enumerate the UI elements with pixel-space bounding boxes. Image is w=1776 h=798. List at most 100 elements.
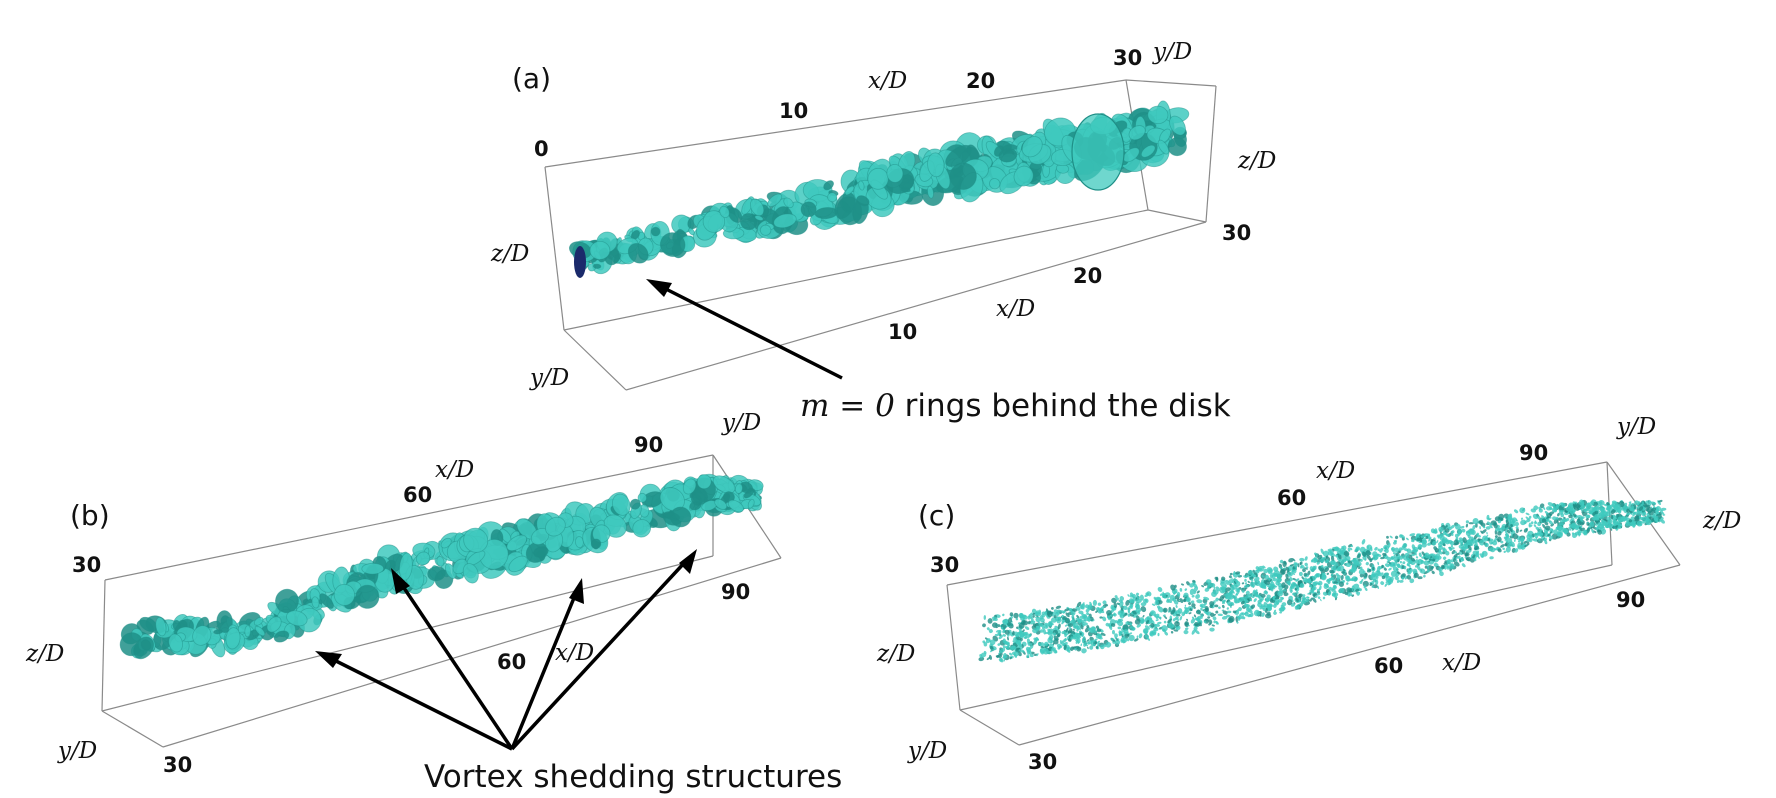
vortex-blob <box>1057 623 1061 630</box>
vortex-blob <box>1138 633 1143 639</box>
vortex-arrow-4-head <box>679 549 697 574</box>
panel-a-tick-top-20: 20 <box>966 69 995 93</box>
vortex-blob <box>1193 606 1196 609</box>
vortex-blob <box>754 215 764 221</box>
vortex-blob <box>1333 581 1338 584</box>
vortex-blob <box>1299 557 1305 562</box>
vortex-blob <box>1528 515 1532 519</box>
vortex-blob <box>800 201 817 218</box>
vortex-blob <box>1544 539 1548 545</box>
vortex-blob <box>1122 147 1140 163</box>
vortex-blob <box>949 162 977 190</box>
rings-math: m = 0 <box>800 388 895 424</box>
vortex-blob <box>1544 511 1549 515</box>
vortex-blob <box>1552 516 1557 521</box>
vortex-blob <box>1525 512 1530 516</box>
vortex-blob <box>1468 522 1474 525</box>
vortex-blob <box>1298 593 1302 599</box>
panel-c-xlabel-top: x/D <box>1316 458 1355 484</box>
vortex-blob <box>1608 523 1614 528</box>
panel-c: (c) 30 60 90 30 60 90 x/D x/D y/D y/D z/… <box>876 414 1741 774</box>
vortex-blob <box>1127 594 1130 597</box>
vortex-blob <box>1399 560 1403 564</box>
vortex-blob <box>980 652 987 658</box>
vortex-blob <box>1118 630 1121 634</box>
vortex-blob <box>1519 507 1526 514</box>
panel-c-ylabel-top: y/D <box>1616 414 1656 440</box>
vortex-blob <box>1487 517 1491 521</box>
vortex-blob <box>1372 555 1378 561</box>
vortex-blob <box>1298 571 1303 577</box>
vortex-blob <box>1662 514 1666 516</box>
vortex-blob <box>1453 557 1456 563</box>
vortex-blob <box>361 562 384 575</box>
vortex-blob <box>1406 537 1409 541</box>
vortex-blob <box>1366 545 1369 550</box>
panel-b-xlabel-top: x/D <box>435 457 474 483</box>
vortex-blob <box>1013 165 1034 187</box>
panel-a-tick-top-0: 0 <box>534 137 549 161</box>
vortex-blob <box>1461 563 1466 568</box>
vortex-blob <box>1025 646 1031 652</box>
vortex-blob <box>1260 593 1266 598</box>
vortex-blob <box>1059 640 1063 645</box>
vortex-blob <box>659 232 686 257</box>
vortex-blob <box>1126 633 1130 637</box>
vortex-blob <box>1211 624 1215 627</box>
panel-a: (a) 0 10 20 30 10 20 30 x/D x/D y/D y/D … <box>490 39 1276 391</box>
panel-c-tick-bottom-30: 30 <box>1028 750 1057 774</box>
panel-b: (b) 30 60 90 30 60 90 x/D x/D y/D y/D z/… <box>25 410 782 777</box>
vortex-blob <box>1545 525 1551 531</box>
vortex-blob <box>1196 609 1201 615</box>
vortex-blob <box>1586 511 1590 514</box>
vortex-blob <box>1460 546 1466 550</box>
vortex-blob <box>1361 539 1366 545</box>
vortex-blob <box>1094 641 1098 645</box>
panel-a-tick-top-10: 10 <box>779 99 808 123</box>
vortex-blob <box>1438 545 1441 548</box>
vortex-blob <box>1257 599 1262 604</box>
vortex-blob <box>1625 505 1628 509</box>
vortex-blob <box>1354 547 1359 552</box>
vortex-blob <box>1142 615 1145 618</box>
vortex-blob <box>1244 578 1247 582</box>
vortex-blob <box>1432 529 1438 534</box>
vortex-blob <box>1053 615 1057 619</box>
vortex-blob <box>1083 619 1087 622</box>
vortex-blob <box>1057 646 1061 650</box>
vortex-blob <box>592 263 602 269</box>
vortex-blob <box>1184 622 1189 626</box>
vortex-blob <box>995 626 998 629</box>
vortex-blob <box>1404 552 1410 557</box>
vortex-blob <box>1207 616 1211 619</box>
panel-b-tick-bottom-90: 90 <box>721 580 750 604</box>
vortex-blob <box>1045 631 1050 635</box>
panel-b-zlabel-left: z/D <box>25 641 64 667</box>
vortex-blob <box>1602 521 1608 526</box>
panel-label-c: (c) <box>918 499 955 532</box>
vortex-blob <box>1221 604 1225 609</box>
vortex-blob <box>1381 575 1386 580</box>
vortex-blob <box>1256 611 1261 616</box>
vortex-blob <box>1052 632 1057 636</box>
vortex-blob <box>1147 105 1169 125</box>
vortex-blob <box>1502 547 1505 551</box>
vortex-blob <box>1080 643 1083 647</box>
vortex-blob <box>1395 553 1399 557</box>
vortex-blob <box>998 148 1018 163</box>
vortex-blob <box>1167 137 1187 157</box>
vortex-blob <box>1244 603 1250 608</box>
panel-b-box <box>101 454 782 748</box>
vortex-blob <box>1184 627 1189 631</box>
vortex-blob <box>1322 596 1326 600</box>
vortex-blob <box>856 195 870 207</box>
vortex-blob <box>1493 522 1498 529</box>
vortex-blob <box>997 629 1001 636</box>
vortex-blob <box>1288 557 1294 563</box>
vortex-blob <box>650 226 661 237</box>
panel-label-b: (b) <box>70 499 110 532</box>
vortex-arrow-4 <box>510 559 688 751</box>
vortex-blob <box>1112 613 1116 616</box>
vortex-blob <box>1423 574 1426 578</box>
vortex-blob <box>1012 630 1015 634</box>
